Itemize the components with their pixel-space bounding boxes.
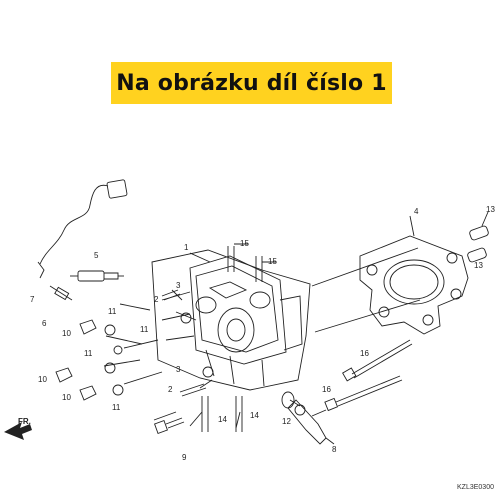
callout-12: 12 bbox=[282, 417, 291, 426]
sensor-connector bbox=[106, 179, 128, 199]
front-arrow bbox=[4, 422, 32, 440]
callout-7: 7 bbox=[30, 295, 35, 304]
callout-13: 13 bbox=[474, 261, 483, 270]
callout-1: 1 bbox=[184, 243, 189, 252]
callout-3: 3 bbox=[176, 365, 181, 374]
dowel-pins bbox=[467, 211, 489, 263]
callout-15: 15 bbox=[240, 239, 249, 248]
callout-14: 14 bbox=[218, 415, 227, 424]
callout-9: 9 bbox=[182, 453, 187, 462]
sensor-probe-7 bbox=[49, 285, 73, 301]
callout-3: 3 bbox=[176, 281, 181, 290]
stud-bolts-15 bbox=[227, 243, 276, 282]
callout-10: 10 bbox=[62, 329, 71, 338]
banner-text: Na obrázku díl číslo 1 bbox=[116, 70, 387, 96]
callout-6: 6 bbox=[42, 319, 47, 328]
callout-4: 4 bbox=[414, 207, 419, 216]
callout-labels: 1 2 2 3 3 4 5 6 7 8 9 10 10 10 11 11 11 … bbox=[30, 205, 495, 462]
callout-10: 10 bbox=[62, 393, 71, 402]
callout-5: 5 bbox=[94, 251, 99, 260]
sensor-wire bbox=[39, 184, 109, 265]
callout-15: 15 bbox=[268, 257, 277, 266]
diagram-code: KZL3E0300 bbox=[457, 484, 494, 491]
spark-plug bbox=[70, 270, 124, 282]
callout-2: 2 bbox=[154, 295, 159, 304]
cylinder-head-body bbox=[151, 249, 311, 391]
part-banner: Na obrázku díl číslo 1 bbox=[111, 62, 392, 104]
head-gasket bbox=[359, 215, 469, 335]
long-bolts-16 bbox=[324, 339, 413, 412]
callout-11: 11 bbox=[108, 307, 117, 316]
bolt-9 bbox=[154, 417, 185, 434]
callout-2: 2 bbox=[168, 385, 173, 394]
callout-11: 11 bbox=[84, 349, 93, 358]
callout-16: 16 bbox=[322, 385, 331, 394]
callout-16: 16 bbox=[360, 349, 369, 358]
front-label: FR. bbox=[18, 417, 31, 426]
callout-10: 10 bbox=[38, 375, 47, 384]
callout-11: 11 bbox=[112, 403, 121, 412]
callout-13: 13 bbox=[486, 205, 495, 214]
nuts-and-washers bbox=[55, 319, 124, 401]
sensor-probe bbox=[37, 261, 45, 279]
sealing-washer bbox=[281, 391, 295, 409]
callout-14: 14 bbox=[250, 411, 259, 420]
callout-11: 11 bbox=[140, 325, 149, 334]
callout-8: 8 bbox=[332, 445, 337, 454]
stud-bolts-14 bbox=[201, 396, 243, 432]
